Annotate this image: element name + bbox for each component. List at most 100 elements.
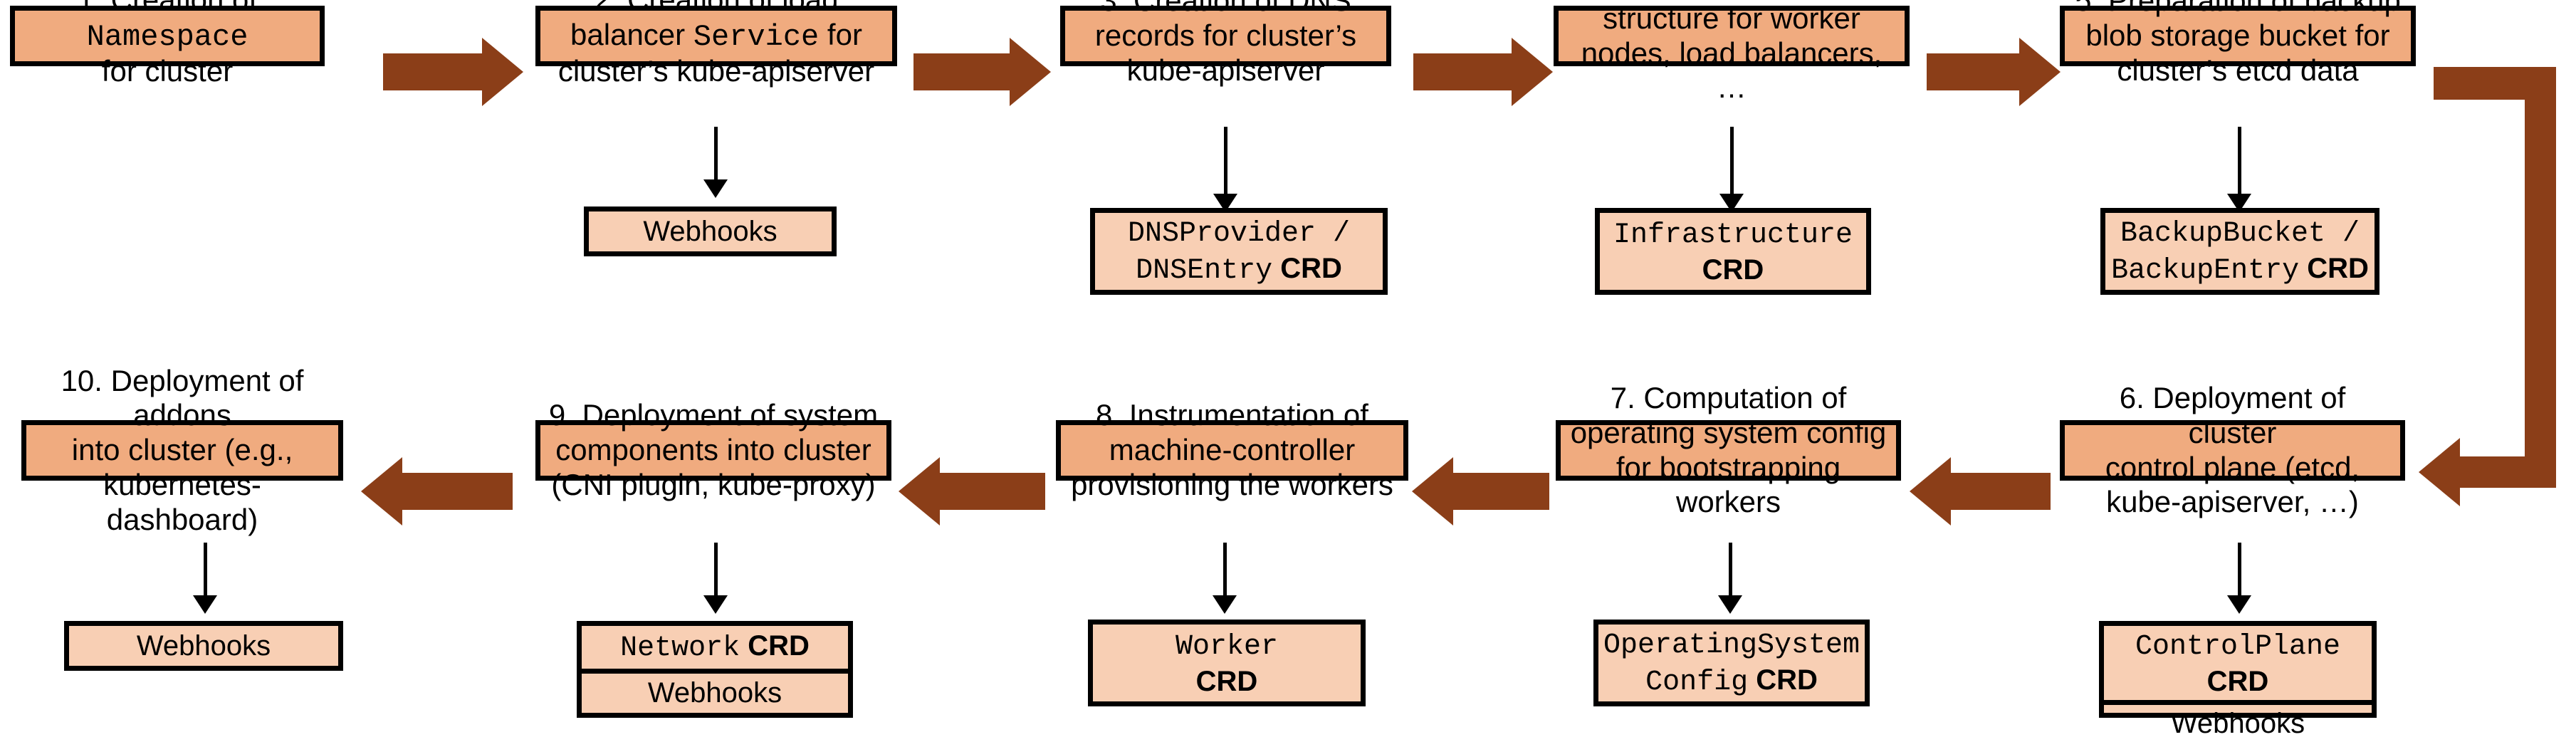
- step-line: components into cluster: [548, 433, 879, 468]
- step-line: (CNI plugin, kube-proxy): [548, 468, 879, 503]
- step-line: for bootstrapping workers: [1568, 451, 1889, 520]
- step-box-2[interactable]: 2. Creation of load balancer Service forc…: [535, 0, 897, 88]
- text-run: for cluster: [101, 54, 234, 88]
- step-line: 10. Deployment of addons: [33, 364, 331, 433]
- text-run: control plane (etcd,: [2105, 450, 2360, 484]
- text-run: Webhooks: [643, 216, 777, 247]
- text-run: cluster’s etcd data: [2117, 53, 2359, 87]
- step-line: provisioning the workers: [1068, 468, 1396, 503]
- text-run: Infrastructure: [1613, 219, 1853, 251]
- artifact-row: BackupBucket /BackupEntry CRD: [2105, 213, 2375, 290]
- text-run: 1. Creation of: [78, 0, 257, 16]
- artifact-row: Network CRD: [582, 626, 848, 669]
- step-line: kube-apiserver: [1072, 53, 1379, 88]
- text-run: into cluster (e.g.,: [71, 433, 293, 467]
- artifact-row: DNSProvider /DNSEntry CRD: [1095, 213, 1383, 290]
- text-run: for bootstrapping workers: [1616, 450, 1841, 519]
- text-run: Worker: [1175, 631, 1279, 663]
- step-line: 8. Instrumentation of: [1068, 398, 1396, 433]
- text-run: CRD: [2299, 253, 2369, 284]
- artifact-row: Webhooks: [2104, 700, 2372, 742]
- text-run: 6. Deployment of cluster: [2119, 381, 2346, 449]
- artifact-box-step-3[interactable]: DNSProvider /DNSEntry CRD: [1090, 208, 1388, 295]
- step-line: 1. Creation of: [22, 0, 313, 18]
- text-run: 2. Creation of load: [594, 0, 838, 16]
- text-run: blob storage bucket for: [2085, 19, 2390, 53]
- text-run: 7. Computation of: [1610, 381, 1847, 415]
- step-line: kubernetes-dashboard): [33, 468, 331, 537]
- step-line: cluster’s etcd data: [2072, 53, 2404, 88]
- step-line: cluster’s kube-apiserver: [548, 54, 885, 89]
- text-run: for: [819, 17, 862, 51]
- text-run: kubernetes-dashboard): [103, 467, 261, 536]
- text-run: balancer: [570, 17, 693, 51]
- text-run: CRD: [1195, 666, 1258, 697]
- step-4-text: 4. Preparation of infra-structure for wo…: [1566, 0, 1897, 105]
- text-run: DNSProvider /: [1127, 218, 1351, 250]
- artifact-box-step-2[interactable]: Webhooks: [584, 207, 837, 256]
- artifact-row: ControlPlane CRD: [2104, 626, 2372, 700]
- text-run: 9. Deployment of system: [548, 398, 879, 432]
- artifact-box-step-6[interactable]: ControlPlane CRD Webhooks: [2099, 621, 2377, 739]
- step-line: 7. Computation of: [1568, 381, 1889, 416]
- step-2-text: 2. Creation of load balancer Service forc…: [548, 0, 885, 89]
- step-line: blob storage bucket for: [2072, 19, 2404, 53]
- step-line: control plane (etcd,: [2072, 451, 2393, 486]
- artifact-row: Webhooks: [69, 626, 338, 666]
- step-line: nodes, load balancers, …: [1566, 36, 1897, 105]
- step-line: 6. Deployment of cluster: [2072, 381, 2393, 450]
- artifact-row: Webhooks: [582, 668, 848, 714]
- text-run: nodes, load balancers, …: [1581, 36, 1883, 105]
- text-run: OperatingSystem: [1603, 629, 1860, 662]
- step-line: balancer Service for: [548, 18, 885, 55]
- step-line: 2. Creation of load: [548, 0, 885, 18]
- artifact-box-step-9[interactable]: Network CRD Webhooks: [577, 621, 853, 718]
- text-run: BackupEntry: [2111, 255, 2300, 287]
- text-run: (CNI plugin, kube-proxy): [551, 467, 876, 501]
- text-run: DNSEntry: [1136, 255, 1273, 287]
- text-run: CRD: [1702, 254, 1764, 286]
- artifact-box-step-5[interactable]: BackupBucket /BackupEntry CRD: [2100, 208, 2379, 295]
- text-run: cluster’s kube-apiserver: [557, 54, 875, 88]
- step-line: operating system config: [1568, 416, 1889, 451]
- text-run: kube-apiserver: [1126, 53, 1325, 87]
- step-line: Namespace: [22, 18, 313, 55]
- text-run: Webhooks: [2170, 708, 2305, 739]
- text-run: provisioning the workers: [1071, 467, 1393, 501]
- step-line: for cluster: [22, 54, 313, 89]
- text-run: Network: [620, 632, 740, 664]
- text-run: Config: [1645, 667, 1749, 699]
- artifact-row: Webhooks: [589, 211, 832, 251]
- step-box-4[interactable]: 4. Preparation of infra-structure for wo…: [1554, 0, 1910, 104]
- step-line: into cluster (e.g.,: [33, 433, 331, 468]
- step-line: structure for worker: [1566, 1, 1897, 36]
- step-line: records for cluster’s: [1072, 19, 1379, 53]
- text-run: ControlPlane: [2135, 631, 2341, 663]
- text-run: components into cluster: [555, 433, 871, 467]
- text-run: records for cluster’s: [1094, 19, 1357, 53]
- artifact-box-step-10[interactable]: Webhooks: [64, 621, 343, 671]
- text-run: machine-controller: [1109, 433, 1356, 467]
- text-run: kube-apiserver, …): [2106, 485, 2359, 519]
- text-run: Webhooks: [647, 677, 782, 709]
